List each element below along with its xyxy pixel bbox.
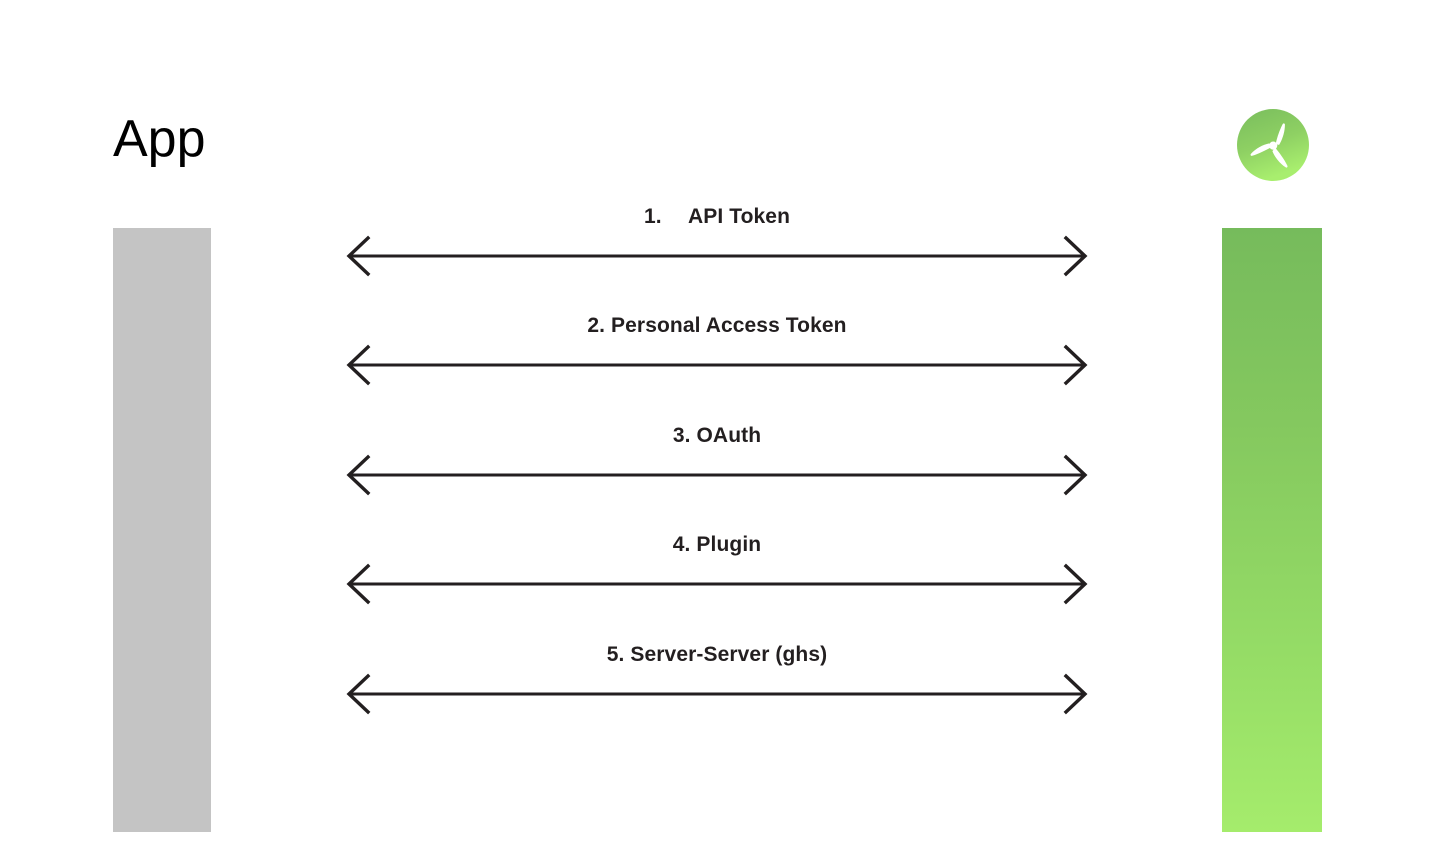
message-row: 5. Server-Server (ghs) (342, 644, 1092, 716)
message-label: 4. Plugin (672, 533, 762, 556)
message-row: 4. Plugin (342, 534, 1092, 606)
message-row: 1. API Token (342, 206, 1092, 278)
bidirectional-arrow-icon (346, 235, 1088, 277)
message-row: 3. OAuth (342, 425, 1092, 497)
lifeline-service (1222, 228, 1322, 832)
message-row: 2. Personal Access Token (342, 315, 1092, 387)
bidirectional-arrow-icon (346, 563, 1088, 605)
message-label: 5. Server-Server (ghs) (606, 643, 828, 666)
turbine-logo-icon (1236, 108, 1310, 182)
message-label: 1. API Token (644, 205, 790, 228)
message-label: 3. OAuth (672, 424, 762, 447)
bidirectional-arrow-icon (346, 344, 1088, 386)
bidirectional-arrow-icon (346, 454, 1088, 496)
bidirectional-arrow-icon (346, 673, 1088, 715)
message-label: 2. Personal Access Token (587, 314, 847, 337)
lifeline-app (113, 228, 211, 832)
actor-left-title: App (113, 110, 206, 168)
